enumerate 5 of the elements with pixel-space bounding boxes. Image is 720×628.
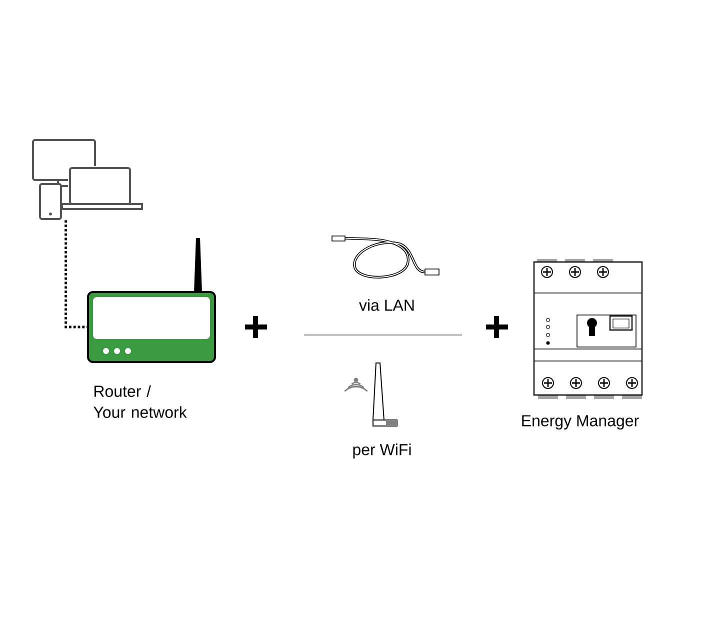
caption-text: per WiFi (353, 444, 411, 458)
picture (32, 139, 143, 220)
caption-text: via LAN (359, 299, 414, 311)
energy-manager-label: Energy Manager (522, 415, 639, 430)
router-label: Router / Your network (94, 385, 187, 418)
